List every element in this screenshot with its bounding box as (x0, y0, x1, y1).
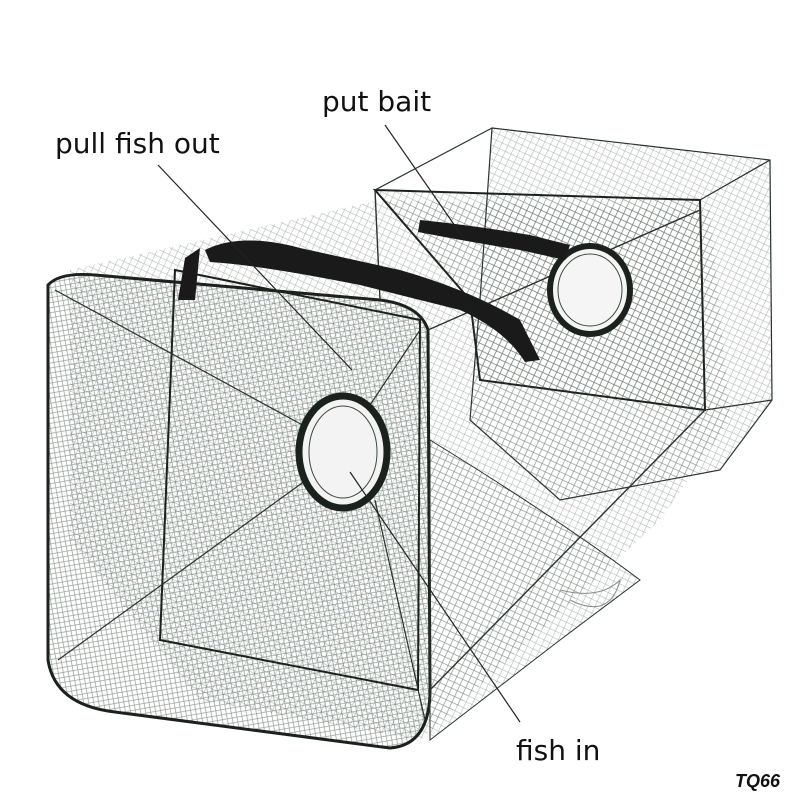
rear-entrance-ring (547, 243, 633, 337)
leader-line-pull-fish-out (157, 164, 353, 371)
put-bait-label: put bait (322, 85, 432, 118)
product-code: TQ66 (735, 771, 781, 791)
front-net-frame (46, 268, 432, 750)
fish-in-label: fish in (516, 734, 601, 767)
leader-line-put-bait (384, 124, 463, 237)
drawstring (559, 578, 621, 608)
leader-line-fish-in (349, 471, 521, 723)
pull-fish-out-label: pull fish out (55, 127, 220, 160)
leader-lines (157, 124, 521, 723)
zipper-straps (178, 220, 570, 362)
front-entrance-ring (295, 392, 391, 512)
